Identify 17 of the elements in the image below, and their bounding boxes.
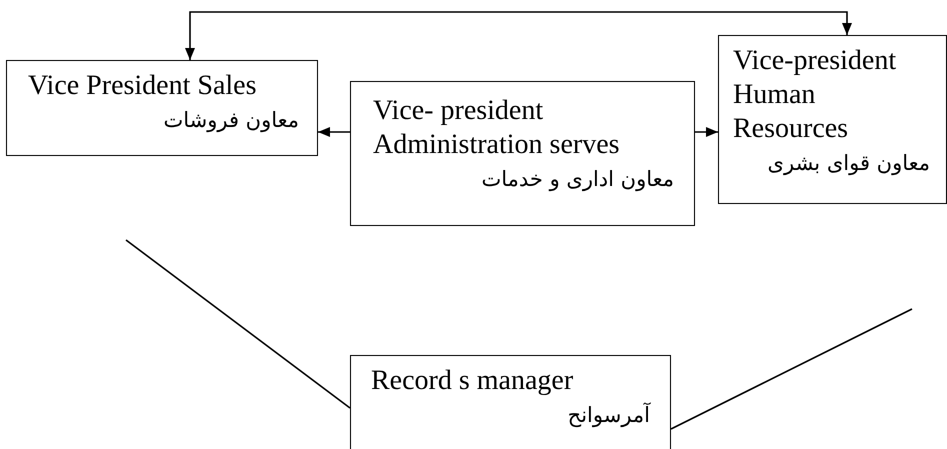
role-title: Record s manager — [371, 364, 574, 398]
role-box — [718, 35, 947, 204]
role-box — [6, 60, 318, 156]
role-title: Vice-president Human Resources — [733, 44, 898, 146]
persian-title: معاون قوای بشری — [766, 150, 930, 178]
role-title: Vice President Sales — [28, 69, 258, 103]
role-title: Vice- president Administration serves — [373, 94, 621, 162]
role-box — [350, 355, 671, 449]
persian-title: معاون فروشات — [162, 107, 299, 134]
role-box — [350, 81, 695, 226]
connector-line — [126, 239, 350, 409]
arrow — [695, 127, 718, 137]
arrow — [185, 11, 852, 60]
persian-title: آمرسوانح — [566, 401, 650, 430]
persian-title: معاون اداری و خدمات — [480, 166, 674, 194]
arrow — [318, 127, 350, 137]
connector-line — [670, 308, 912, 430]
